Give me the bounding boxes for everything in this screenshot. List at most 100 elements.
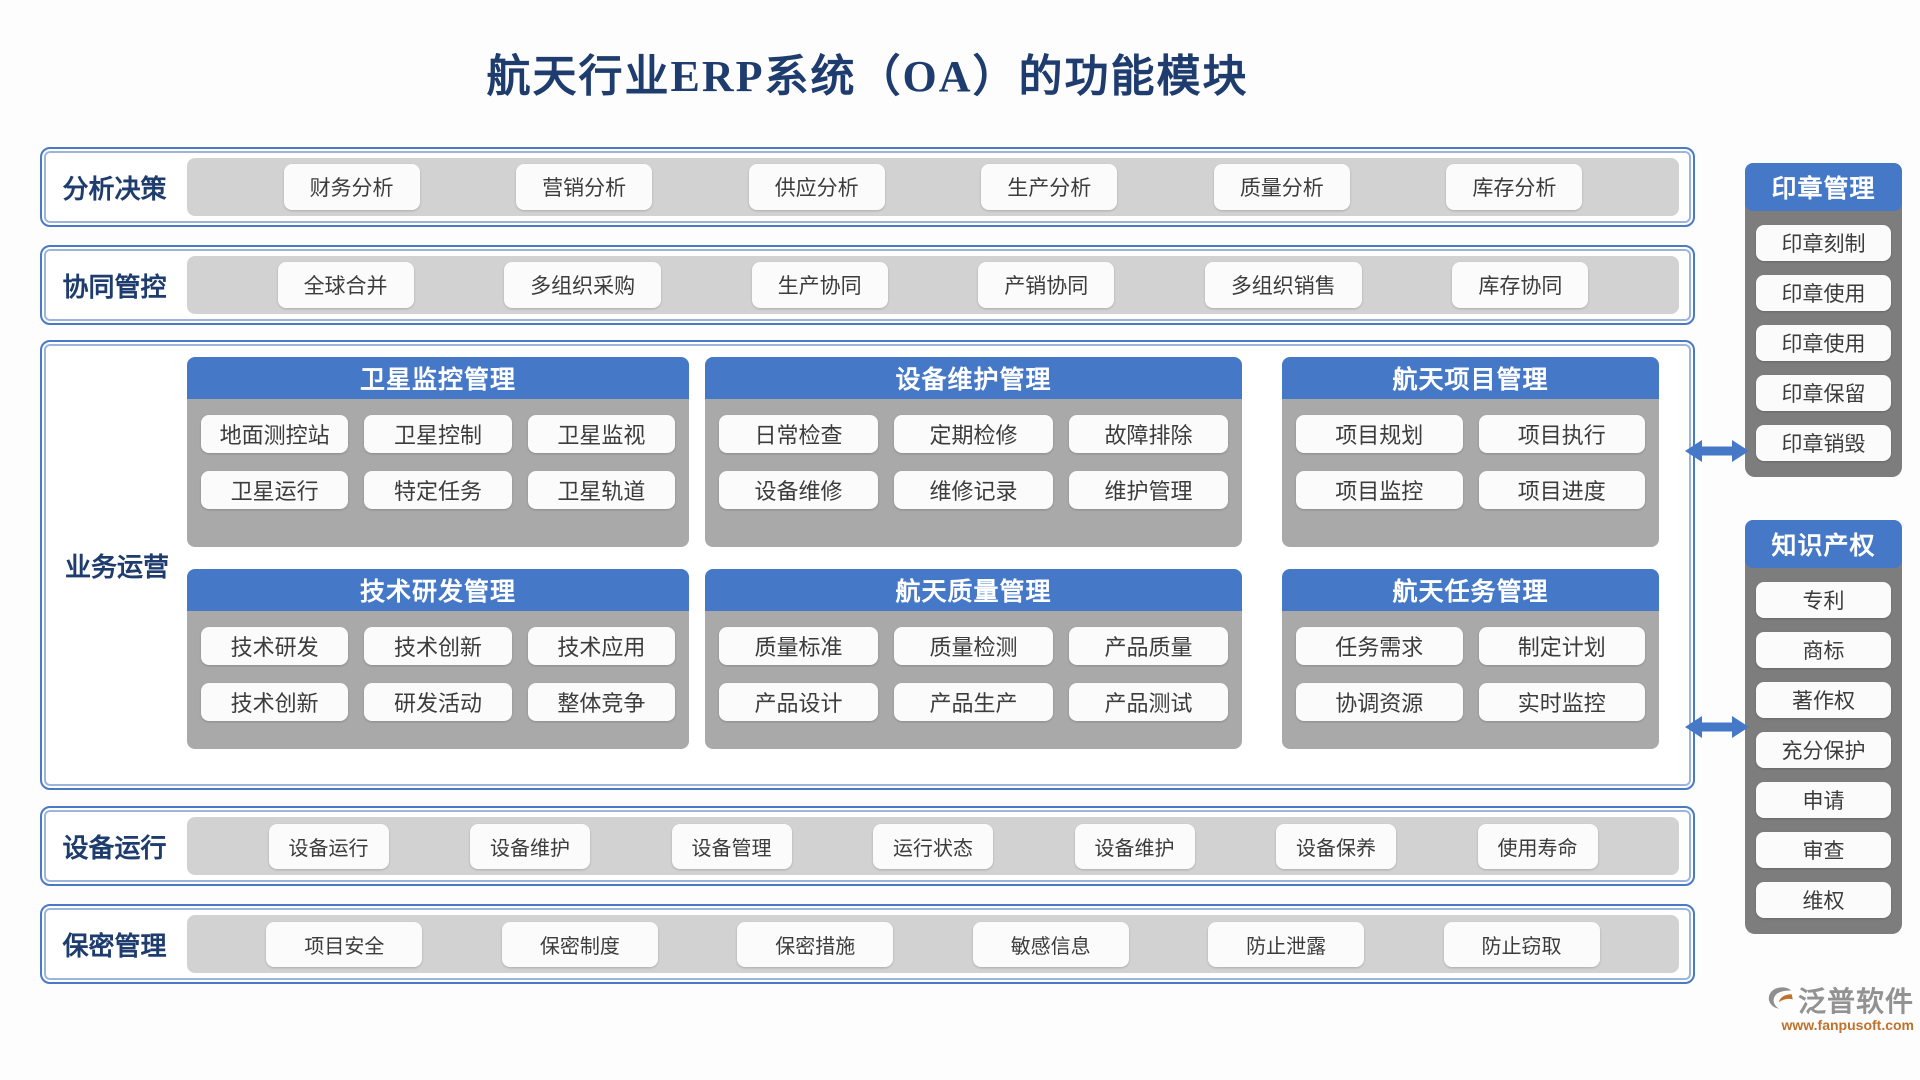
module-button[interactable]: 库存分析 [1446,164,1583,210]
band-label: 分析决策 [62,174,167,204]
module-button[interactable]: 运行状态 [873,823,993,869]
module-button[interactable]: 维护管理 [1069,471,1228,509]
business-operations-box: 业务运营 卫星监控管理 地面测控站卫星控制卫星监视卫星运行特定任务卫星轨道 设备… [40,340,1695,790]
module-button[interactable]: 产品测试 [1069,683,1228,721]
band-strip: 全球合并 多组织采购 生产协同 产销协同 多组织销售 库存协同 [187,256,1679,314]
module-button[interactable]: 特定任务 [364,471,512,509]
module-button[interactable]: 全球合并 [277,262,414,308]
module-button[interactable]: 设备保养 [1276,823,1396,869]
module-button[interactable]: 整体竞争 [527,683,675,721]
module-button[interactable]: 充分保护 [1756,732,1891,768]
module-button[interactable]: 设备维护 [1074,823,1195,869]
band-label: 协同管控 [62,272,167,302]
band-strip: 财务分析 营销分析 供应分析 生产分析 质量分析 库存分析 [187,158,1679,216]
block-satellite-monitoring: 卫星监控管理 地面测控站卫星控制卫星监视卫星运行特定任务卫星轨道 [187,357,689,547]
module-button[interactable]: 生产分析 [981,164,1118,210]
module-button[interactable]: 防止窃取 [1443,921,1600,967]
module-button[interactable]: 故障排除 [1069,415,1228,453]
module-button[interactable]: 供应分析 [748,164,885,210]
double-arrow-icon [1682,712,1752,742]
module-button[interactable]: 印章刻制 [1756,225,1891,261]
module-button[interactable]: 多组织采购 [504,262,662,308]
panel-title: 印章管理 [1745,163,1902,211]
module-button[interactable]: 印章使用 [1756,275,1891,311]
module-button[interactable]: 技术应用 [527,627,675,665]
module-button[interactable]: 项目监控 [1296,471,1463,509]
module-button[interactable]: 商标 [1756,632,1891,668]
block-aerospace-quality: 航天质量管理 质量标准质量检测产品质量产品设计产品生产产品测试 [705,569,1242,749]
module-button[interactable]: 设备管理 [671,823,792,869]
module-button[interactable]: 营销分析 [516,164,653,210]
module-button[interactable]: 项目规划 [1296,415,1463,453]
module-button[interactable]: 实时监控 [1478,683,1645,721]
block-aerospace-project: 航天项目管理 项目规划项目执行项目监控项目进度 [1282,357,1659,547]
module-button[interactable]: 使用寿命 [1477,823,1598,869]
module-button[interactable]: 地面测控站 [201,415,349,453]
module-button[interactable]: 技术创新 [201,683,349,721]
module-button[interactable]: 设备维修 [719,471,878,509]
band-label: 保密管理 [62,931,167,961]
double-arrow-icon [1682,436,1752,466]
module-button[interactable]: 设备维护 [470,823,590,869]
band-equipment-operation: 设备运行 设备运行 设备维护 设备管理 运行状态 设备维护 设备保养 使用寿命 [40,806,1695,886]
block-aerospace-task: 航天任务管理 任务需求制定计划协调资源实时监控 [1282,569,1659,749]
module-button[interactable]: 生产协同 [751,262,888,308]
module-button[interactable]: 产品设计 [719,683,878,721]
module-button[interactable]: 项目执行 [1478,415,1645,453]
module-button[interactable]: 项目安全 [266,921,423,967]
module-button[interactable]: 技术创新 [364,627,512,665]
module-button[interactable]: 维修记录 [894,471,1053,509]
module-button[interactable]: 协调资源 [1296,683,1463,721]
module-button[interactable]: 库存协同 [1452,262,1589,308]
module-button[interactable]: 项目进度 [1478,471,1645,509]
module-button[interactable]: 著作权 [1756,682,1891,718]
module-button[interactable]: 财务分析 [283,164,420,210]
module-button[interactable]: 技术研发 [201,627,349,665]
module-button[interactable]: 申请 [1756,782,1891,818]
module-button[interactable]: 日常检查 [719,415,878,453]
band-collaboration-control: 协同管控 全球合并 多组织采购 生产协同 产销协同 多组织销售 库存协同 [40,245,1695,325]
module-button[interactable]: 卫星控制 [364,415,512,453]
module-button[interactable]: 定期检修 [894,415,1053,453]
module-button[interactable]: 防止泄露 [1208,921,1365,967]
module-button[interactable]: 审查 [1756,832,1891,868]
module-button[interactable]: 任务需求 [1296,627,1463,665]
block-title: 航天质量管理 [705,569,1242,611]
module-button[interactable]: 卫星运行 [201,471,349,509]
block-title: 设备维护管理 [705,357,1242,399]
module-button[interactable]: 制定计划 [1478,627,1645,665]
module-button[interactable]: 卫星轨道 [527,471,675,509]
business-blocks: 卫星监控管理 地面测控站卫星控制卫星监视卫星运行特定任务卫星轨道 设备维护管理 … [187,357,1659,771]
module-button[interactable]: 产品质量 [1069,627,1228,665]
module-button[interactable]: 产销协同 [978,262,1115,308]
module-button[interactable]: 印章保留 [1756,375,1891,411]
module-button[interactable]: 质量检测 [894,627,1053,665]
module-button[interactable]: 印章销毁 [1756,425,1891,461]
fanpu-logo-name: 泛普软件 [1797,987,1914,1018]
block-title: 卫星监控管理 [187,357,689,399]
module-button[interactable]: 维权 [1756,882,1891,918]
fanpu-logo-url: www.fanpusoft.com [1781,1017,1914,1033]
band-label: 业务运营 [64,552,169,582]
block-title: 航天任务管理 [1282,569,1659,611]
block-tech-rnd: 技术研发管理 技术研发技术创新技术应用技术创新研发活动整体竞争 [187,569,689,749]
module-button[interactable]: 产品生产 [894,683,1053,721]
module-button[interactable]: 质量标准 [719,627,878,665]
block-title: 航天项目管理 [1282,357,1659,399]
module-button[interactable]: 设备运行 [268,823,389,869]
module-button[interactable]: 卫星监视 [527,415,675,453]
block-equipment-maintenance: 设备维护管理 日常检查定期检修故障排除设备维修维修记录维护管理 [705,357,1242,547]
module-button[interactable]: 保密制度 [501,921,658,967]
module-button[interactable]: 保密措施 [737,921,894,967]
module-button[interactable]: 印章使用 [1756,325,1891,361]
band-label: 设备运行 [62,833,167,863]
band-confidentiality: 保密管理 项目安全 保密制度 保密措施 敏感信息 防止泄露 防止窃取 [40,904,1695,984]
module-button[interactable]: 敏感信息 [972,921,1129,967]
module-button[interactable]: 质量分析 [1213,164,1350,210]
band-analysis-decision: 分析决策 财务分析 营销分析 供应分析 生产分析 质量分析 库存分析 [40,147,1695,227]
module-button[interactable]: 多组织销售 [1204,262,1362,308]
module-button[interactable]: 专利 [1756,582,1891,618]
module-button[interactable]: 研发活动 [364,683,512,721]
swoosh-icon [1765,984,1795,1017]
